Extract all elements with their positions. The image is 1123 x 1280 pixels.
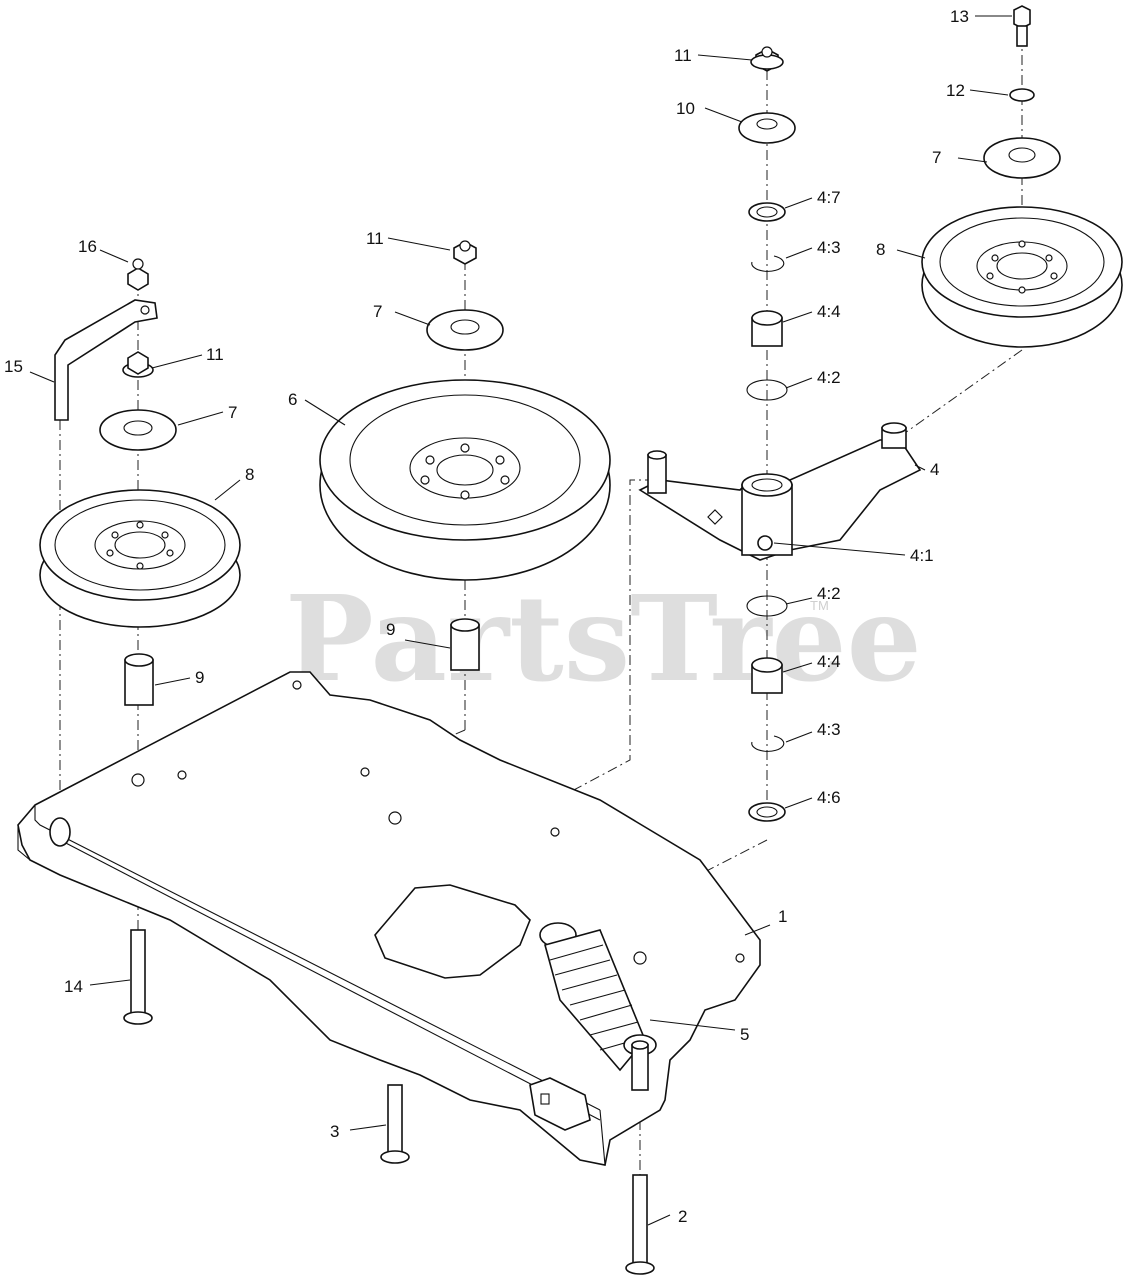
bolt-3 (380, 1084, 410, 1164)
callout-11-center: 11 (366, 229, 384, 248)
callout-12: 12 (946, 81, 965, 100)
callout-8-right: 8 (876, 240, 885, 259)
callout-16: 16 (78, 237, 97, 256)
callout-6: 6 (288, 390, 297, 409)
callout-4-2-upper: 4:2 (817, 368, 841, 387)
callout-15: 15 (4, 357, 23, 376)
watermark-trademark: TM (810, 598, 829, 613)
callout-10: 10 (676, 99, 695, 118)
watermark: PartsTree TM (285, 569, 922, 708)
watermark-text: PartsTree (285, 569, 922, 708)
callout-11-left: 11 (206, 345, 224, 364)
callout-14: 14 (64, 977, 83, 996)
callout-9-center: 9 (386, 620, 395, 639)
spring (539, 922, 657, 1091)
callout-2: 2 (678, 1207, 687, 1226)
callout-13: 13 (950, 7, 969, 26)
callout-4-6: 4:6 (817, 788, 841, 807)
idler-arm-stack (638, 46, 922, 822)
callout-4-3-upper: 4:3 (817, 238, 841, 257)
callout-4-4-upper: 4:4 (817, 302, 841, 321)
callout-7-right: 7 (932, 148, 941, 167)
callout-1: 1 (778, 907, 787, 926)
callout-4-3-lower: 4:3 (817, 720, 841, 739)
callout-4: 4 (930, 460, 939, 479)
callout-5: 5 (740, 1025, 749, 1044)
callout-7-left: 7 (228, 403, 237, 422)
callout-4-2-lower: 4:2 (817, 584, 841, 603)
center-pulley-stack (319, 240, 611, 671)
callouts: 1 2 3 4 5 6 7 7 7 8 8 9 9 10 11 11 11 12… (4, 7, 969, 1226)
callout-3: 3 (330, 1122, 339, 1141)
bolt-14 (123, 929, 153, 1025)
left-pulley-stack (39, 258, 241, 706)
callout-7-center: 7 (373, 302, 382, 321)
callout-9-left: 9 (195, 668, 204, 687)
leader-lines (29, 15, 1012, 1226)
base-plate (17, 671, 761, 1166)
callout-11-top: 11 (674, 46, 692, 65)
callout-4-4-lower: 4:4 (817, 652, 841, 671)
callout-4-1: 4:1 (910, 546, 934, 565)
right-pulley-stack (921, 5, 1123, 348)
callout-8-left: 8 (245, 465, 254, 484)
bolt-2 (625, 1174, 655, 1275)
callout-4-7: 4:7 (817, 188, 841, 207)
